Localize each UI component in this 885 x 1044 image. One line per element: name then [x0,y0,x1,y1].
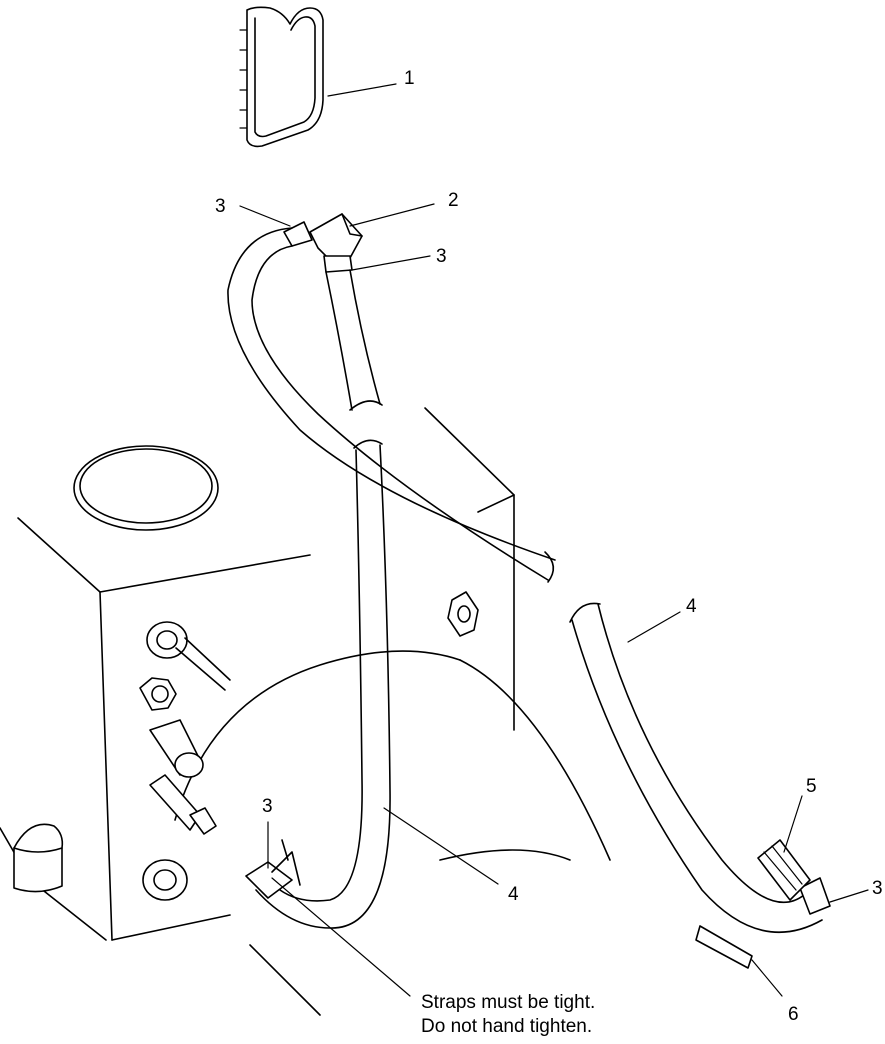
callout-6: 6 [788,1004,799,1025]
callout-3-top-left: 3 [215,196,226,217]
tank-fittings [13,591,479,901]
elbow-fitting-part [283,213,363,273]
oil-hose-part [245,439,391,929]
callout-4-right: 4 [686,596,697,617]
leader-lines [239,83,869,997]
strap-part [695,925,753,969]
vent-hose-part [227,227,556,583]
callout-3-bottom-middle: 3 [262,796,273,817]
callout-2: 2 [448,190,459,211]
tank-hose-part [569,602,831,969]
callout-3-right: 3 [872,878,883,899]
callout-5: 5 [806,776,817,797]
note-line-1: Straps must be tight. [421,992,595,1013]
callout-3-top-right: 3 [436,246,447,267]
note-line-2: Do not hand tighten. [421,1016,592,1037]
callout-labels: 1 2 3 3 3 3 4 4 5 6 [215,68,883,1025]
installation-note: Straps must be tight. Do not hand tighte… [421,992,595,1037]
callout-4-middle: 4 [508,884,519,905]
callout-1: 1 [404,68,415,89]
edge-trim-part [239,6,324,148]
